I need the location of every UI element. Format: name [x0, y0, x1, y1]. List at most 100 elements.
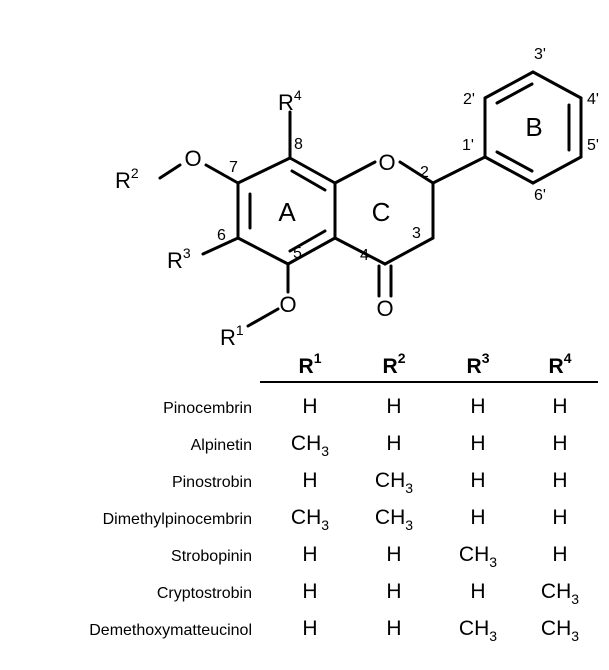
position-1-prime: 1' [462, 137, 474, 154]
hydrogen-h: H [302, 395, 317, 418]
r2-letter: R [115, 168, 131, 193]
cell-methyl: CH3 [459, 543, 497, 570]
r3-superscript: 3 [183, 245, 191, 261]
bond-6p-1p-inner [495, 150, 534, 173]
bond-6-r3 [201, 236, 240, 256]
hydrogen-h: H [302, 543, 317, 566]
hydrogen-h: H [470, 432, 485, 455]
molecule-bonds [158, 70, 583, 328]
bond-4a-5-inner [288, 229, 327, 253]
hydrogen-h: H [552, 395, 567, 418]
cell-methyl: CH3 [375, 469, 413, 496]
bond-c4-4a [333, 236, 387, 266]
cell-hydrogen: H [470, 580, 485, 603]
bond-7-o [204, 163, 240, 185]
bond-7-8 [236, 156, 292, 185]
cell-hydrogen: H [386, 580, 401, 603]
compound-name: Dimethylpinocembrin [103, 511, 252, 528]
methyl-subscript: 3 [489, 628, 497, 644]
bond-c3-c4 [383, 236, 435, 266]
methyl-subscript: 3 [489, 554, 497, 570]
bond-4a-5 [286, 236, 337, 266]
ring-a-label: A [278, 197, 296, 227]
compound-name: Cryptostrobin [157, 585, 252, 602]
position-5: 5 [293, 245, 302, 262]
cell-hydrogen: H [302, 617, 317, 640]
r4-letter: R [278, 90, 294, 115]
table-header-superscript: 4 [564, 350, 572, 366]
methyl-subscript: 3 [321, 443, 329, 459]
table-header-letter: R [383, 355, 398, 378]
table-header-superscript: 1 [314, 350, 322, 366]
table-header-r2: R2 [383, 350, 406, 378]
bond-o-r1 [246, 307, 280, 328]
hydrogen-h: H [302, 617, 317, 640]
hydrogen-h: H [470, 395, 485, 418]
compound-name: Pinostrobin [172, 474, 252, 491]
bond-5p-6p [531, 155, 583, 185]
methyl-subscript: 3 [405, 517, 413, 533]
cell-hydrogen: H [386, 395, 401, 418]
position-3: 3 [412, 225, 421, 242]
ring-b-label: B [525, 112, 542, 142]
cell-hydrogen: H [470, 469, 485, 492]
hydrogen-h: H [552, 543, 567, 566]
r3-letter: R [167, 248, 183, 273]
position-4: 4 [360, 247, 369, 264]
cell-hydrogen: H [302, 469, 317, 492]
table-header-r1: R1 [299, 350, 322, 378]
table-header-superscript: 2 [398, 350, 406, 366]
methyl-subscript: 3 [405, 480, 413, 496]
cell-methyl: CH3 [375, 506, 413, 533]
cell-hydrogen: H [386, 617, 401, 640]
methyl-subscript: 3 [571, 628, 579, 644]
cell-hydrogen: H [386, 543, 401, 566]
r2-label: R2 [115, 165, 139, 193]
hydrogen-h: H [552, 432, 567, 455]
oxygen-7-label: O [184, 146, 201, 171]
cell-methyl: CH3 [291, 432, 329, 459]
bond-o1-c2 [398, 160, 435, 185]
cell-hydrogen: H [302, 395, 317, 418]
bond-8a-o1 [333, 160, 377, 185]
hydrogen-h: H [386, 395, 401, 418]
hydrogen-h: H [386, 580, 401, 603]
position-numbers: 2 3 4 5 6 7 8 1' 2' 3' 4' 5' 6' [217, 46, 599, 264]
methyl-subscript: 3 [321, 517, 329, 533]
compound-name: Strobopinin [171, 548, 252, 565]
position-7: 7 [229, 159, 238, 176]
atom-labels: O O O O R4 R2 R3 R1 [115, 87, 396, 350]
compound-name: Demethoxymatteucinol [89, 622, 252, 639]
methyl-ch: CH [291, 506, 321, 529]
methyl-ch: CH [459, 617, 489, 640]
r1-label: R1 [220, 322, 244, 350]
carbonyl-oxygen-label: O [376, 296, 393, 321]
compound-name: Pinocembrin [163, 400, 252, 417]
r4-label: R4 [278, 87, 302, 115]
r1-letter: R [220, 325, 236, 350]
bond-2p-3p-inner [495, 82, 534, 105]
ring-oxygen-label: O [378, 150, 395, 175]
cell-methyl: CH3 [291, 506, 329, 533]
cell-hydrogen: H [552, 395, 567, 418]
cell-hydrogen: H [470, 432, 485, 455]
bond-6p-1p [483, 155, 535, 185]
bond-c2-c1p [431, 155, 487, 185]
table-header-letter: R [299, 355, 314, 378]
methyl-ch: CH [375, 506, 405, 529]
methyl-subscript: 3 [571, 591, 579, 607]
hydrogen-h: H [470, 469, 485, 492]
r3-label: R3 [167, 245, 191, 273]
hydrogen-h: H [470, 506, 485, 529]
methyl-ch: CH [375, 469, 405, 492]
table-header-r3: R3 [467, 350, 490, 378]
hydrogen-h: H [302, 580, 317, 603]
cell-hydrogen: H [552, 506, 567, 529]
